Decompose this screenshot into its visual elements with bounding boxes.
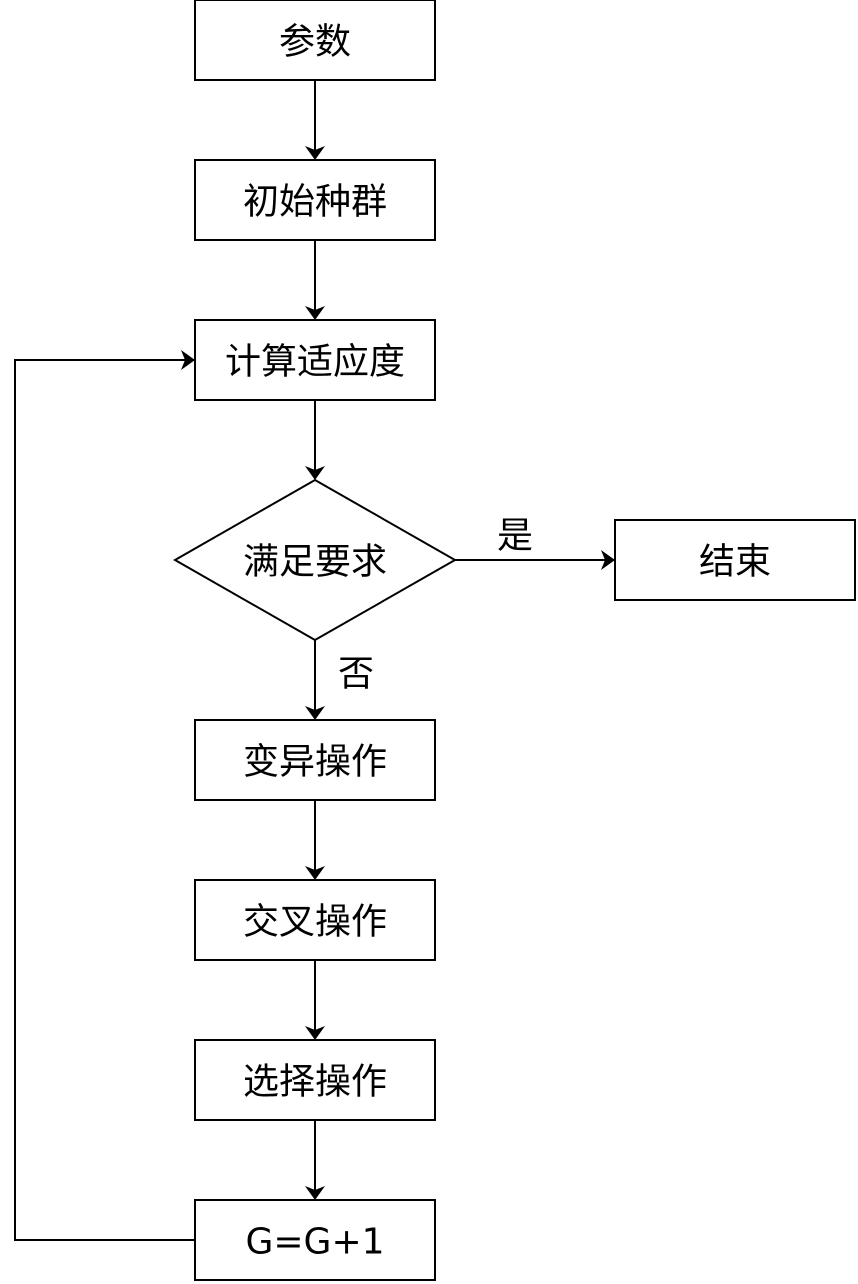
compute-fitness-label: 计算适应度 bbox=[225, 342, 405, 383]
compute-fitness-box bbox=[194, 319, 436, 401]
end-label: 结束 bbox=[699, 542, 771, 583]
arrowhead-fitness-top bbox=[305, 306, 325, 320]
node-params: 参数 bbox=[194, 0, 436, 81]
params-box bbox=[194, 0, 436, 81]
no-label: 否 bbox=[338, 654, 374, 695]
node-increment: G=G+1 bbox=[194, 1199, 436, 1281]
node-init-population: 初始种群 bbox=[194, 159, 436, 241]
condition-label: 满足要求 bbox=[243, 542, 387, 583]
increment-label: G=G+1 bbox=[245, 1222, 384, 1263]
yes-label: 是 bbox=[497, 516, 533, 557]
node-end: 结束 bbox=[614, 519, 856, 601]
arrowhead-increment bbox=[305, 1186, 325, 1200]
edge-loop-back bbox=[14, 359, 195, 1241]
node-condition: 满足要求 bbox=[172, 478, 458, 642]
crossover-label: 交叉操作 bbox=[243, 902, 387, 943]
mutation-label: 变异操作 bbox=[243, 742, 387, 783]
condition-diamond bbox=[172, 478, 458, 642]
arrowhead-crossover bbox=[305, 866, 325, 880]
init-population-box bbox=[194, 159, 436, 241]
edges bbox=[14, 80, 615, 1241]
mutation-box bbox=[194, 719, 436, 801]
increment-box bbox=[194, 1199, 436, 1281]
crossover-box bbox=[194, 879, 436, 961]
node-selection: 选择操作 bbox=[194, 1039, 436, 1121]
selection-box bbox=[194, 1039, 436, 1121]
end-box bbox=[614, 519, 856, 601]
init-population-label: 初始种群 bbox=[243, 182, 387, 223]
params-label: 参数 bbox=[279, 22, 351, 63]
node-compute-fitness: 计算适应度 bbox=[194, 319, 436, 401]
arrowhead-fitness-left bbox=[181, 350, 195, 370]
arrowhead-selection bbox=[305, 1026, 325, 1040]
arrowhead-mutation bbox=[305, 706, 325, 720]
arrowhead-end bbox=[601, 550, 615, 570]
node-mutation: 变异操作 bbox=[194, 719, 436, 801]
arrowhead-init bbox=[305, 146, 325, 160]
selection-label: 选择操作 bbox=[243, 1062, 387, 1103]
arrowhead-condition bbox=[305, 466, 325, 480]
node-crossover: 交叉操作 bbox=[194, 879, 436, 961]
